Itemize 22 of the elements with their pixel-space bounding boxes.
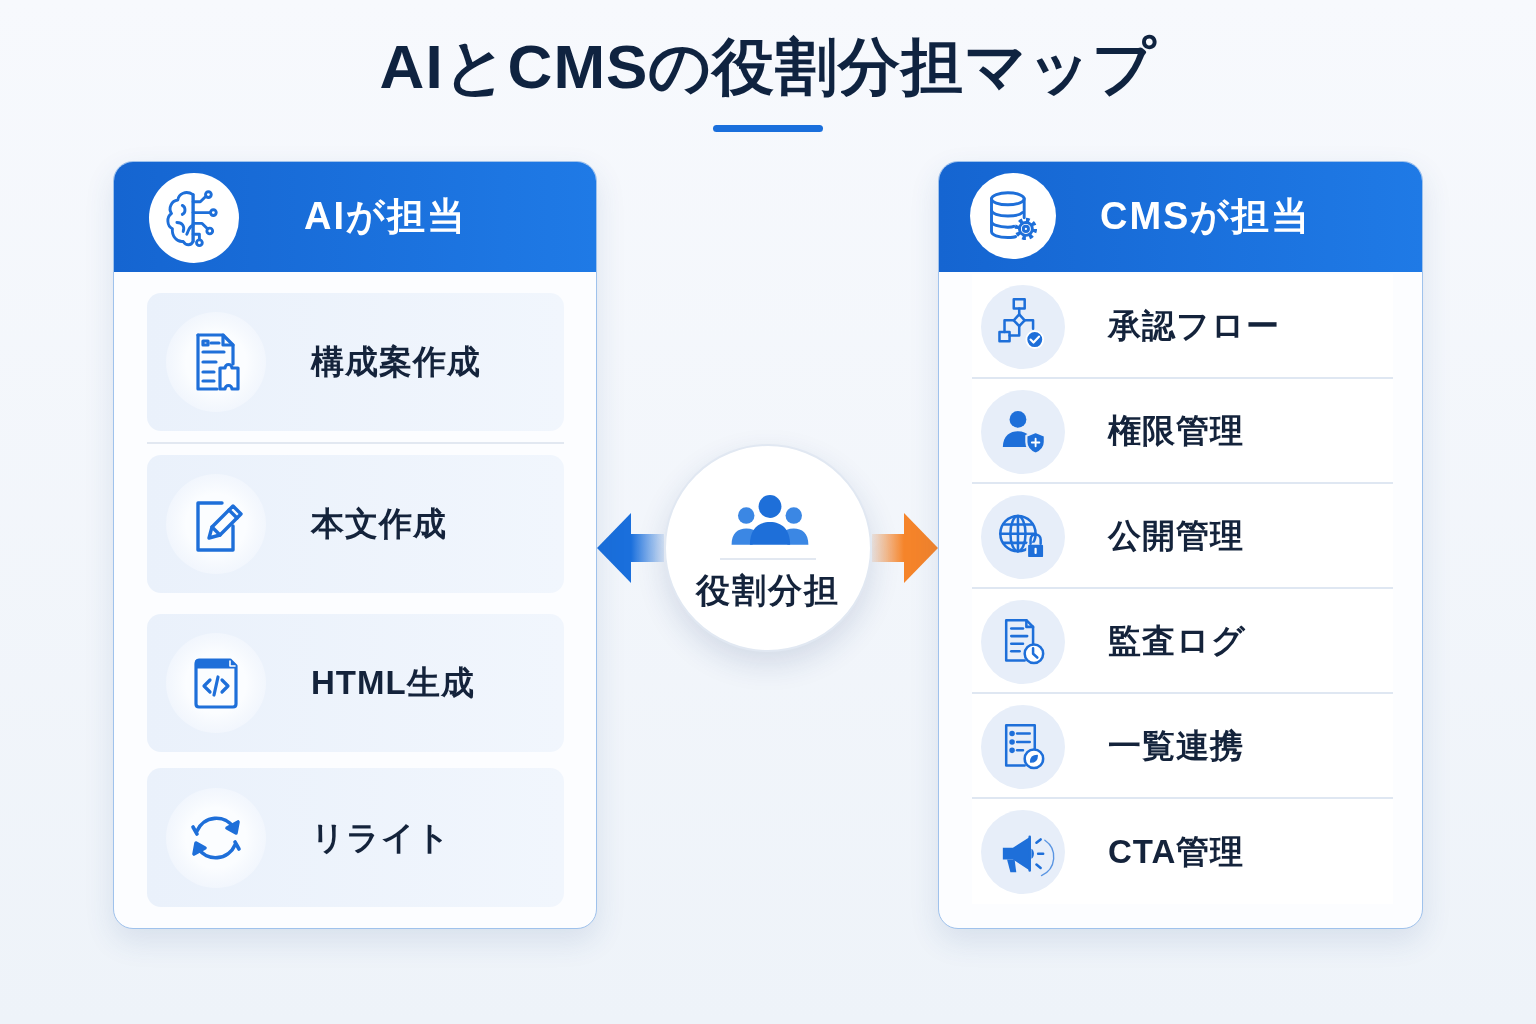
task-card: [147, 768, 564, 907]
task-card: [147, 455, 564, 593]
item-label: 一覧連携: [1108, 725, 1244, 766]
item-label: 構成案作成: [311, 342, 481, 382]
item-label: 監査ログ: [1108, 620, 1246, 661]
item-label: 権限管理: [1108, 410, 1244, 451]
title: AIとCMSの役割分担マップ: [379, 31, 1157, 103]
item-label: HTML生成: [311, 663, 475, 703]
task-card: [147, 614, 564, 752]
task-card: [147, 293, 564, 431]
panel-card: [113, 161, 597, 929]
center-label: 役割分担: [696, 570, 840, 611]
panel-card: [938, 161, 1423, 929]
panel-title: CMSが担当: [1100, 194, 1312, 240]
item-label: 公開管理: [1108, 515, 1244, 556]
item-label: 本文作成: [311, 504, 447, 544]
panel-title: AIが担当: [304, 194, 467, 240]
item-label: リライト: [311, 817, 451, 858]
arrow: [597, 513, 664, 583]
item-label: 承認フロー: [1108, 305, 1280, 346]
arrow: [872, 513, 938, 583]
item-label: CTA管理: [1108, 831, 1245, 872]
